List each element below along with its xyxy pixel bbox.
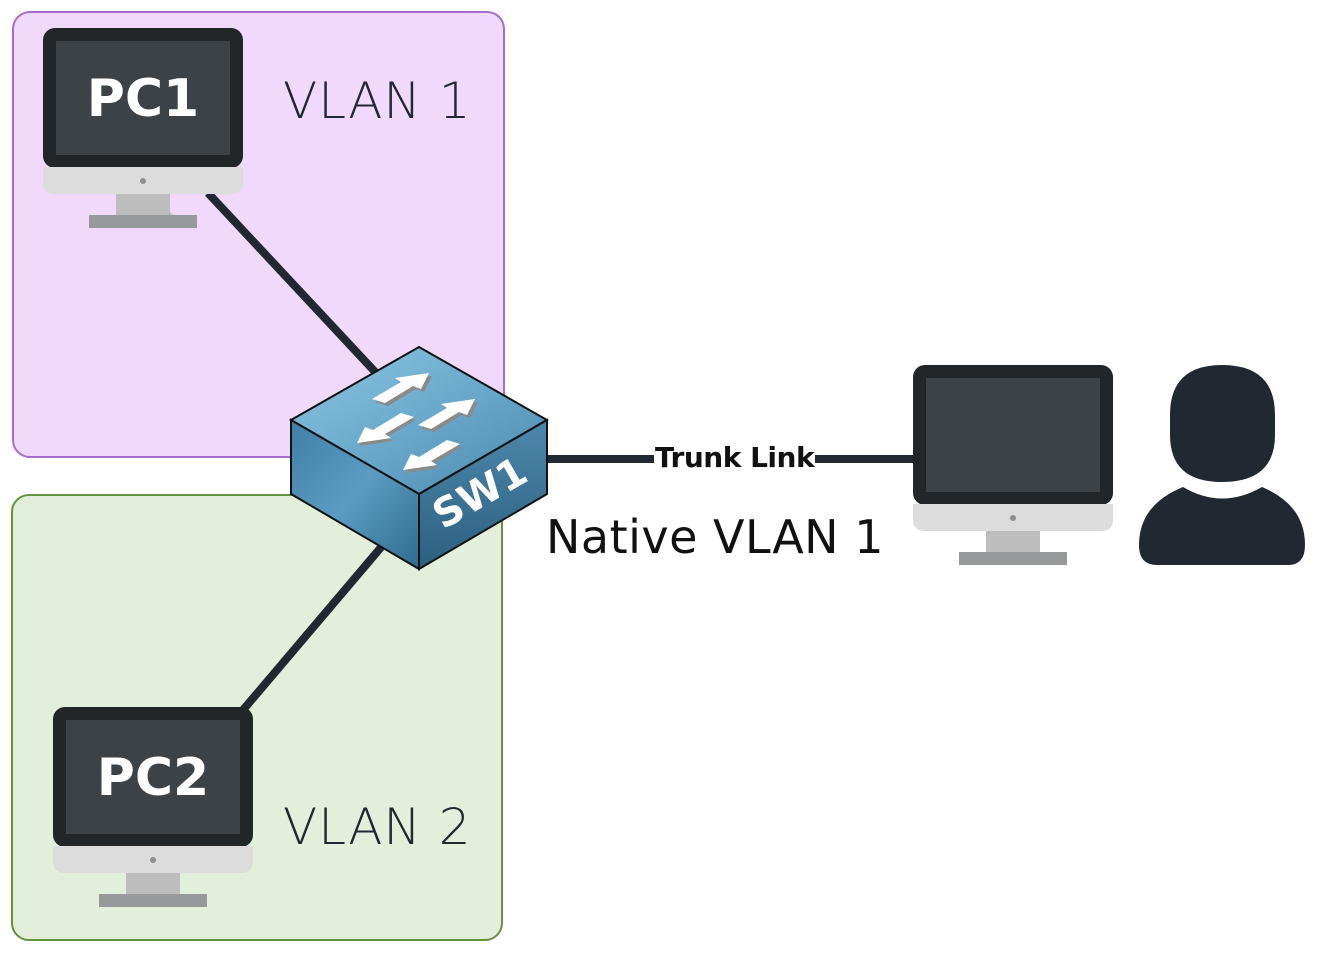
- vlan2-label: VLAN 2: [283, 798, 472, 856]
- trunk-link-label: Trunk Link: [654, 440, 816, 476]
- pc2-computer-icon[interactable]: PC2: [53, 707, 253, 907]
- switch-sw1-icon[interactable]: SW1: [288, 345, 550, 571]
- link-pc2-sw1: [239, 542, 387, 713]
- pc2-label: PC2: [97, 748, 209, 808]
- switch-arrows-icon: [357, 373, 478, 473]
- pc1-label: PC1: [87, 69, 199, 129]
- vlan1-label: VLAN 1: [283, 72, 472, 130]
- link-pc1-sw1: [205, 190, 381, 378]
- remote-computer-icon[interactable]: [913, 365, 1113, 565]
- user-icon[interactable]: [1139, 365, 1305, 565]
- pc1-computer-icon[interactable]: PC1: [43, 28, 243, 228]
- native-vlan-label: Native VLAN 1: [546, 510, 884, 564]
